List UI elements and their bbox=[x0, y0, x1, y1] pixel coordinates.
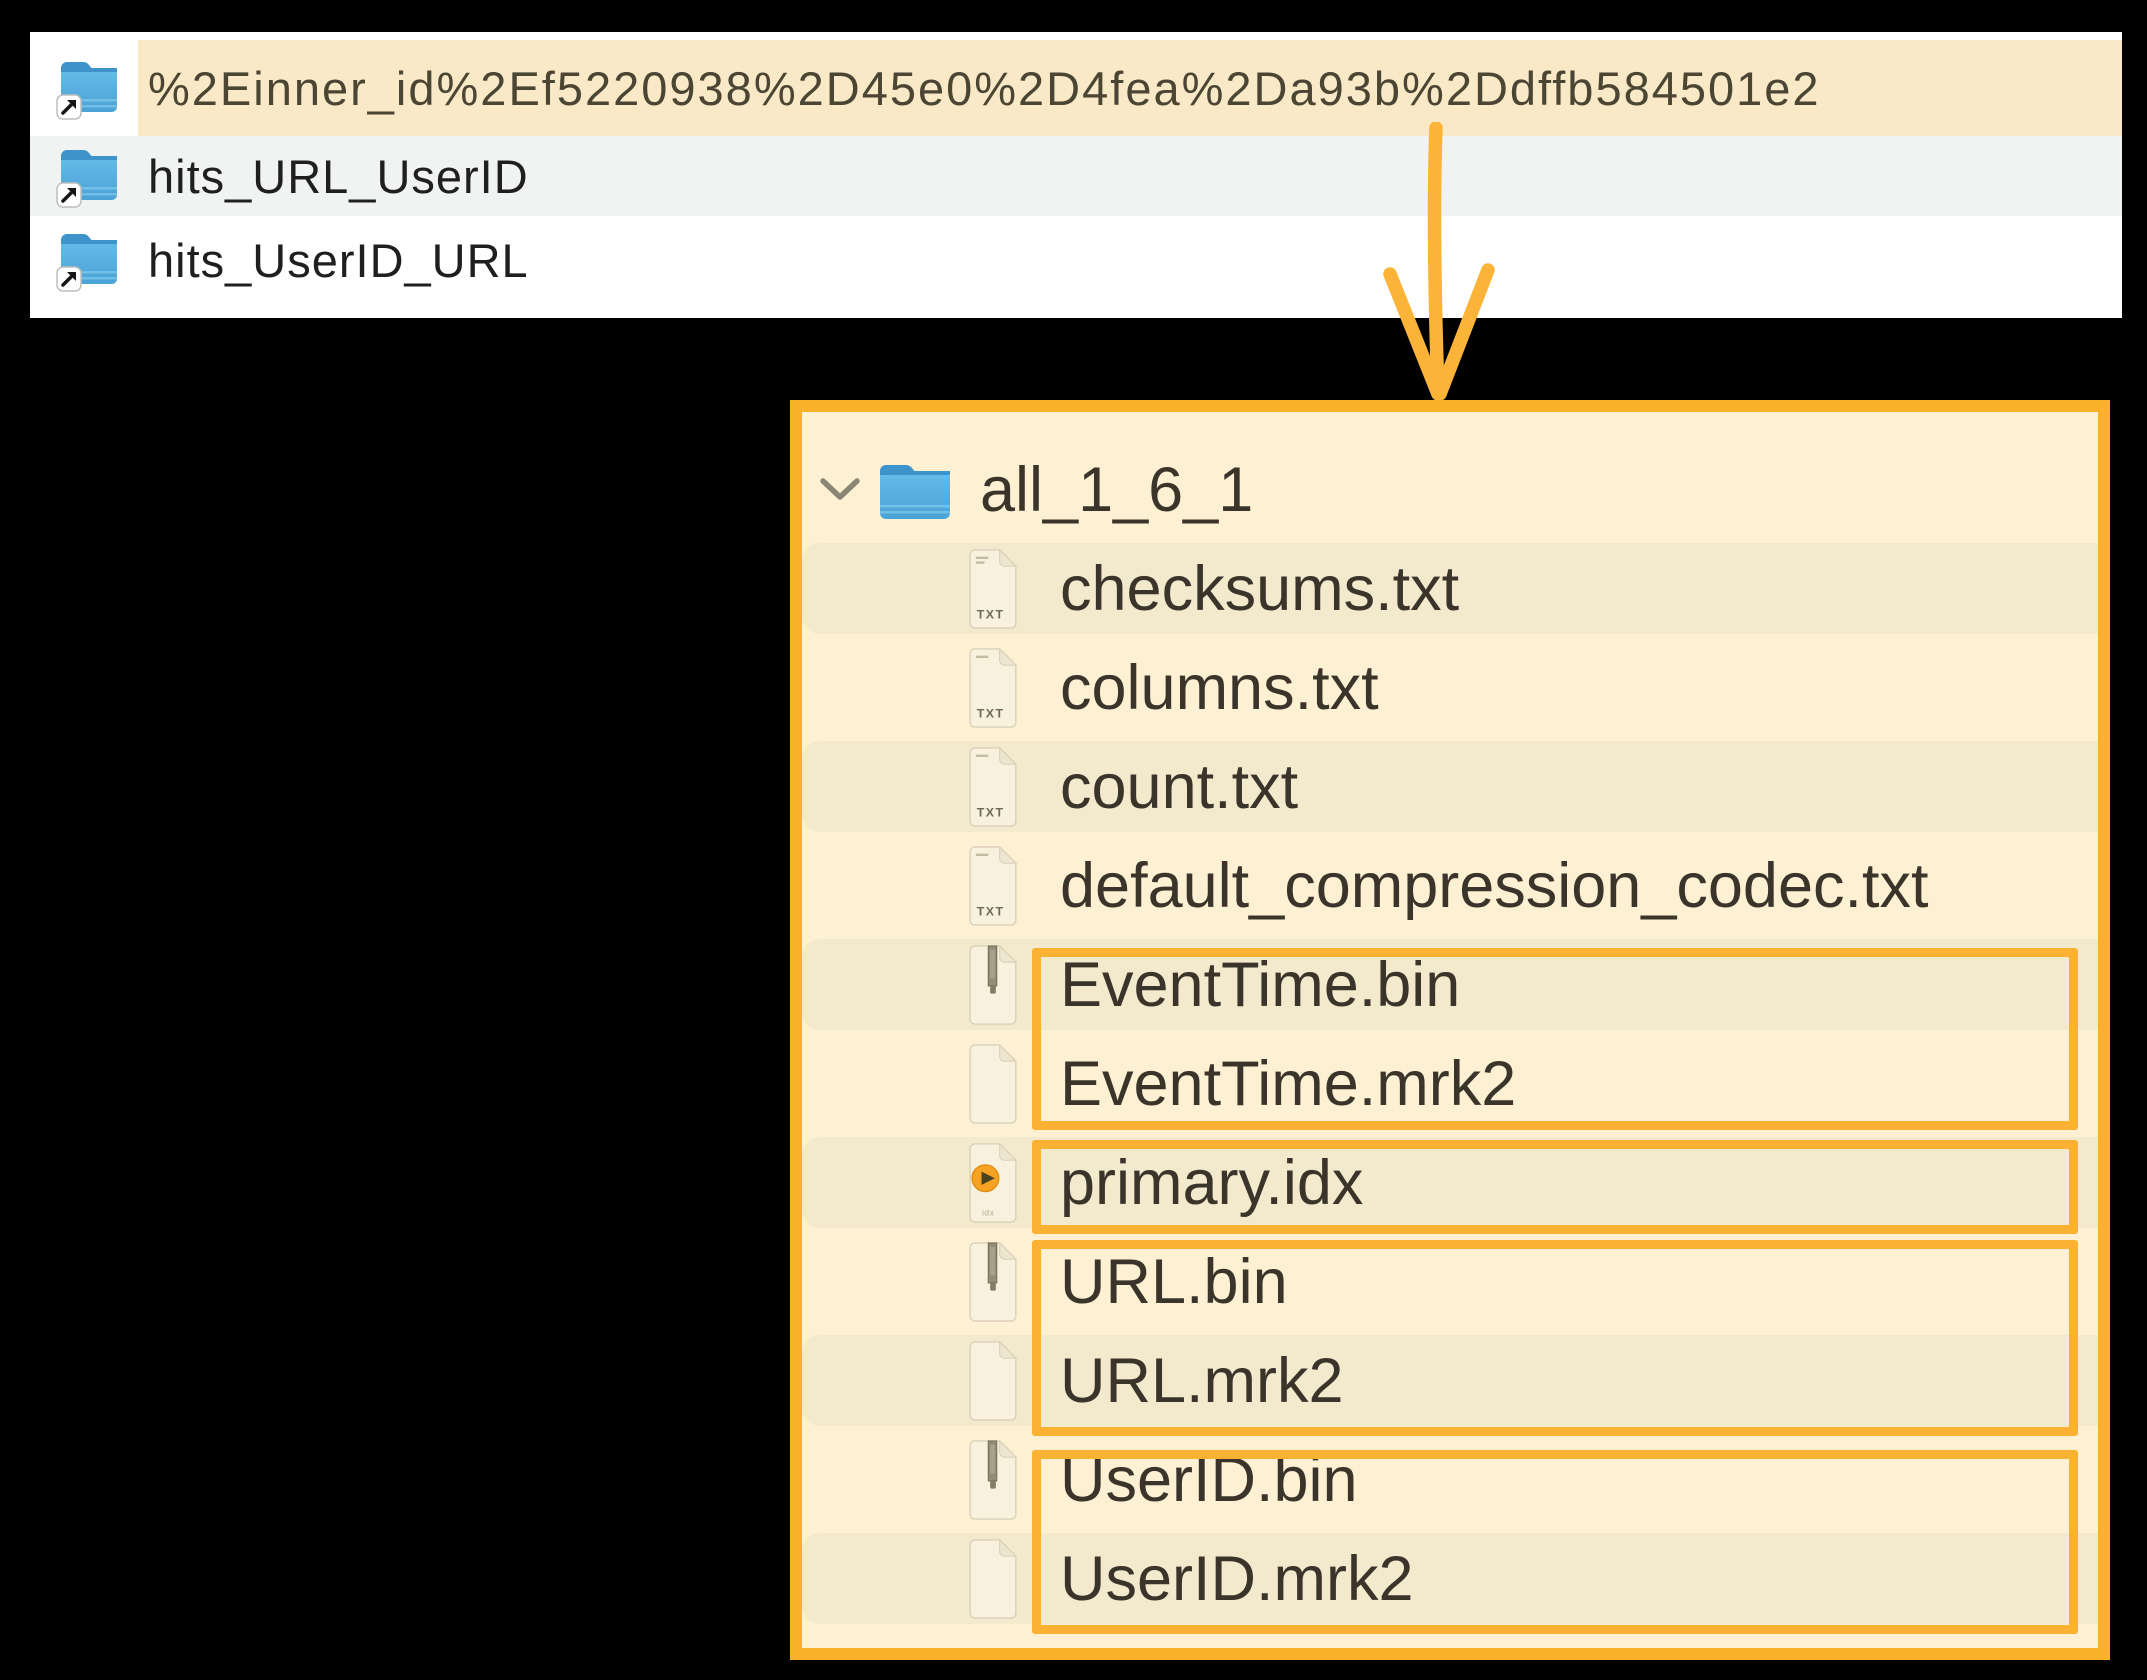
svg-text:TXT: TXT bbox=[977, 706, 1005, 720]
file-name: primary.idx bbox=[1060, 1147, 1364, 1218]
file-name: default_compression_codec.txt bbox=[1060, 850, 1929, 921]
folder-alias-icon bbox=[56, 60, 119, 121]
file-name: EventTime.bin bbox=[1060, 949, 1461, 1020]
chevron-down-icon[interactable] bbox=[818, 477, 862, 503]
text-file-icon: TXT bbox=[969, 647, 1017, 728]
folder-alias-icon bbox=[56, 148, 119, 209]
tree-row-file[interactable]: EventTime.mrk2 bbox=[802, 1034, 2098, 1133]
binary-file-icon bbox=[969, 944, 1017, 1025]
tree-row-file[interactable]: TXT default_compression_codec.txt bbox=[802, 836, 2098, 935]
index-file-icon: idx bbox=[969, 1142, 1017, 1223]
svg-text:idx: idx bbox=[982, 1207, 995, 1217]
binary-file-icon bbox=[969, 1439, 1017, 1520]
folder-name: hits_UserID_URL bbox=[148, 233, 529, 287]
folder-name: %2Einner_id%2Ef5220938%2D45e0%2D4fea%2Da… bbox=[148, 61, 1821, 115]
tree-row-file[interactable]: UserID.bin bbox=[802, 1430, 2098, 1529]
row-highlight-annotation bbox=[138, 40, 2122, 136]
file-name: URL.mrk2 bbox=[1060, 1345, 1344, 1416]
file-name: EventTime.mrk2 bbox=[1060, 1048, 1517, 1119]
plain-file-icon bbox=[969, 1340, 1017, 1421]
svg-text:TXT: TXT bbox=[977, 607, 1005, 621]
tree-row-file[interactable]: EventTime.bin bbox=[802, 935, 2098, 1034]
tree-row-file[interactable]: TXT checksums.txt bbox=[802, 539, 2098, 638]
file-name: UserID.bin bbox=[1060, 1444, 1358, 1515]
binary-file-icon bbox=[969, 1241, 1017, 1322]
row-stripe bbox=[802, 741, 2098, 832]
finder-list-panel: %2Einner_id%2Ef5220938%2D45e0%2D4fea%2Da… bbox=[30, 32, 2122, 318]
svg-text:TXT: TXT bbox=[977, 904, 1005, 918]
tree-row-file[interactable]: idx primary.idx bbox=[802, 1133, 2098, 1232]
svg-text:TXT: TXT bbox=[977, 805, 1005, 819]
file-name: URL.bin bbox=[1060, 1246, 1288, 1317]
row-stripe bbox=[802, 1533, 2098, 1624]
row-stripe bbox=[802, 543, 2098, 634]
tree-row-file[interactable]: UserID.mrk2 bbox=[802, 1529, 2098, 1628]
file-name: checksums.txt bbox=[1060, 553, 1460, 624]
text-file-icon: TXT bbox=[969, 548, 1017, 629]
row-stripe bbox=[802, 1137, 2098, 1228]
file-name: count.txt bbox=[1060, 751, 1299, 822]
text-file-icon: TXT bbox=[969, 746, 1017, 827]
finder-row-inner-id[interactable]: %2Einner_id%2Ef5220938%2D45e0%2D4fea%2Da… bbox=[30, 40, 2122, 136]
plain-file-icon bbox=[969, 1538, 1017, 1619]
tree-row-file[interactable]: TXT columns.txt bbox=[802, 638, 2098, 737]
finder-row-hits-url-userid[interactable]: hits_URL_UserID bbox=[30, 136, 2122, 216]
folder-icon bbox=[880, 464, 950, 519]
file-name: columns.txt bbox=[1060, 652, 1379, 723]
folder-name: hits_URL_UserID bbox=[148, 149, 529, 203]
tree-row-file[interactable]: TXT count.txt bbox=[802, 737, 2098, 836]
tree-row-folder[interactable]: all_1_6_1 bbox=[802, 440, 2098, 539]
tree-row-file[interactable]: URL.mrk2 bbox=[802, 1331, 2098, 1430]
text-file-icon: TXT bbox=[969, 845, 1017, 926]
tree-row-file[interactable]: URL.bin bbox=[802, 1232, 2098, 1331]
plain-file-icon bbox=[969, 1043, 1017, 1124]
row-stripe bbox=[802, 1335, 2098, 1426]
folder-alias-icon bbox=[56, 232, 119, 293]
folder-name: all_1_6_1 bbox=[980, 454, 1254, 525]
part-folder-panel: all_1_6_1 TXT checksums.txt TXT columns.… bbox=[790, 400, 2110, 1660]
file-name: UserID.mrk2 bbox=[1060, 1543, 1414, 1614]
finder-row-hits-userid-url[interactable]: hits_UserID_URL bbox=[30, 216, 2122, 304]
